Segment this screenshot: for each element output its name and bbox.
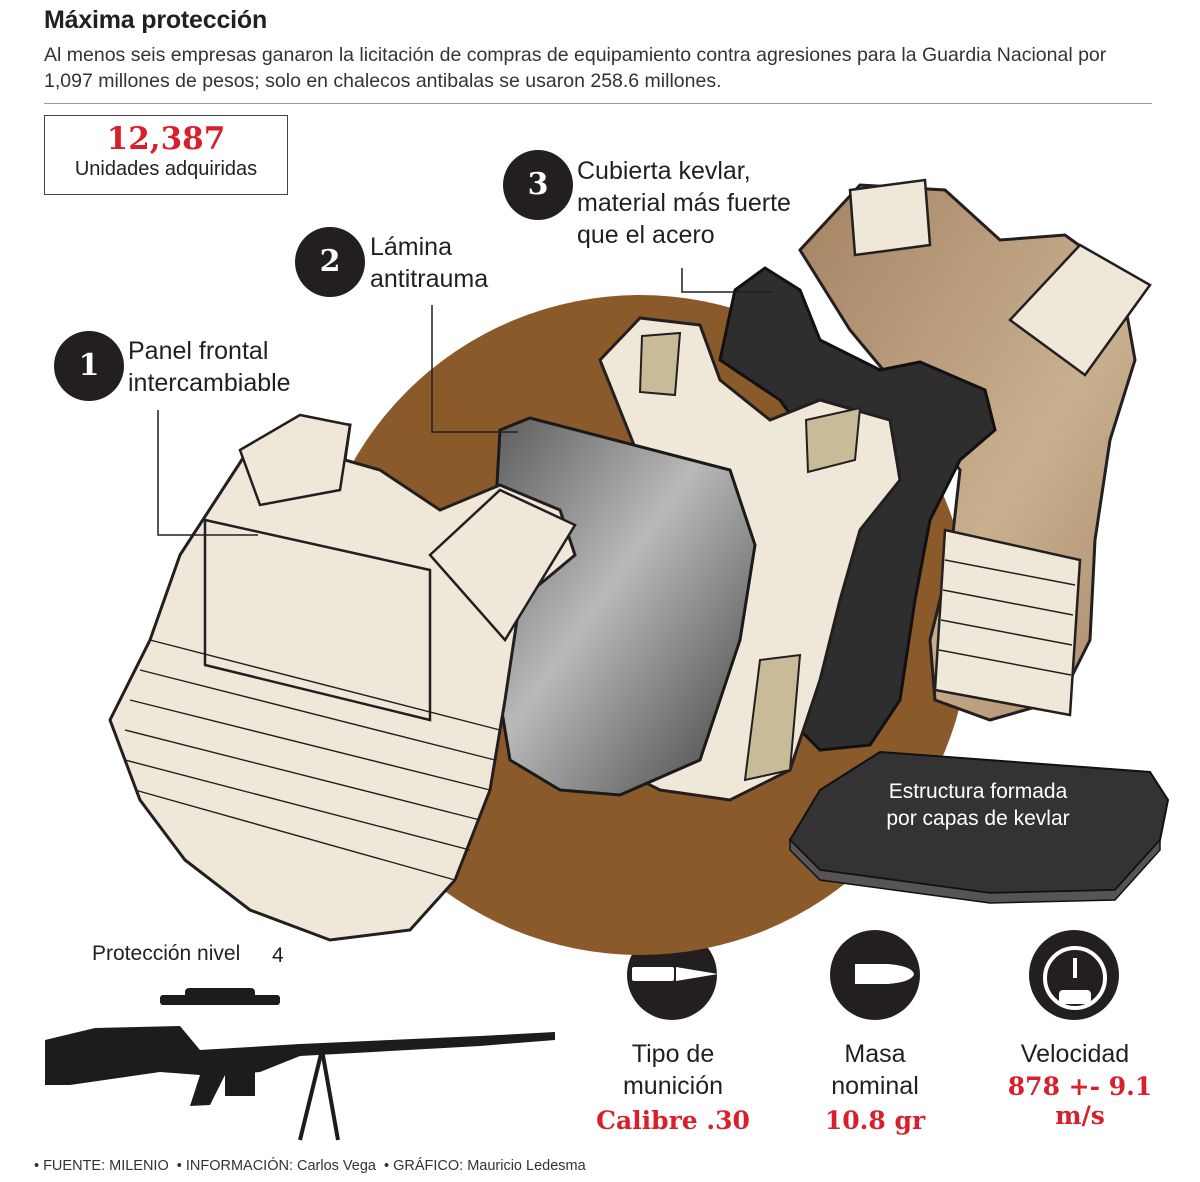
footer-source-label: FUENTE:: [43, 1158, 106, 1174]
kevlar-structure-label: Estructura formada por capas de kevlar: [886, 780, 1070, 830]
stat-speed-value: 878 +- 9.1 m/s: [1007, 1072, 1153, 1130]
protection-level-value: 4: [272, 944, 284, 967]
stat-mass-value: 10.8 gr: [824, 1106, 926, 1135]
footer-graphic: Mauricio Ledesma: [467, 1158, 586, 1174]
callout-leader-lines: [157, 268, 772, 536]
footer-graphic-label: GRÁFICO:: [393, 1158, 464, 1174]
kevlar-layers-slab: [788, 750, 1170, 904]
front-vest: [108, 413, 577, 942]
callout-2-text: Lámina antitrauma: [370, 233, 489, 293]
stat-ammo-label: Tipo de munición: [622, 1040, 724, 1100]
callout-3-badge: 3: [503, 150, 573, 220]
footer-credits: •FUENTE:MILENIO •INFORMACIÓN:Carlos Vega…: [34, 1158, 586, 1174]
stat-mass-label: Masa nominal: [831, 1040, 919, 1100]
bullet-icon: [855, 964, 914, 984]
callout-1-text: Panel frontal intercambiable: [128, 337, 291, 397]
footer-info: Carlos Vega: [296, 1158, 376, 1174]
protection-level-label: Protección nivel: [92, 942, 241, 965]
header-divider: [44, 103, 1152, 104]
units-number: 12,387: [106, 121, 226, 157]
rifle-illustration: [45, 988, 555, 1141]
stat-speed-label: Velocidad: [1020, 1040, 1130, 1068]
units-label: Unidades adquiridas: [74, 158, 258, 180]
speedometer-icon: [1043, 946, 1107, 1010]
bullet-cartridge-icon: [632, 967, 718, 981]
page-title: Máxima protección: [44, 6, 268, 34]
footer-source: MILENIO: [109, 1158, 169, 1174]
stat-ammo-value: Calibre .30: [596, 1106, 750, 1135]
footer-info-label: INFORMACIÓN:: [185, 1158, 293, 1174]
units-acquired-box: 12,387 Unidades adquiridas: [44, 115, 288, 195]
callout-3-text: Cubierta kevlar, material más fuerte que…: [577, 157, 791, 249]
callout-1-badge: 1: [54, 331, 124, 401]
callout-2-badge: 2: [295, 227, 365, 297]
page-subtitle: Al menos seis empresas ganaron la licita…: [44, 44, 1107, 92]
